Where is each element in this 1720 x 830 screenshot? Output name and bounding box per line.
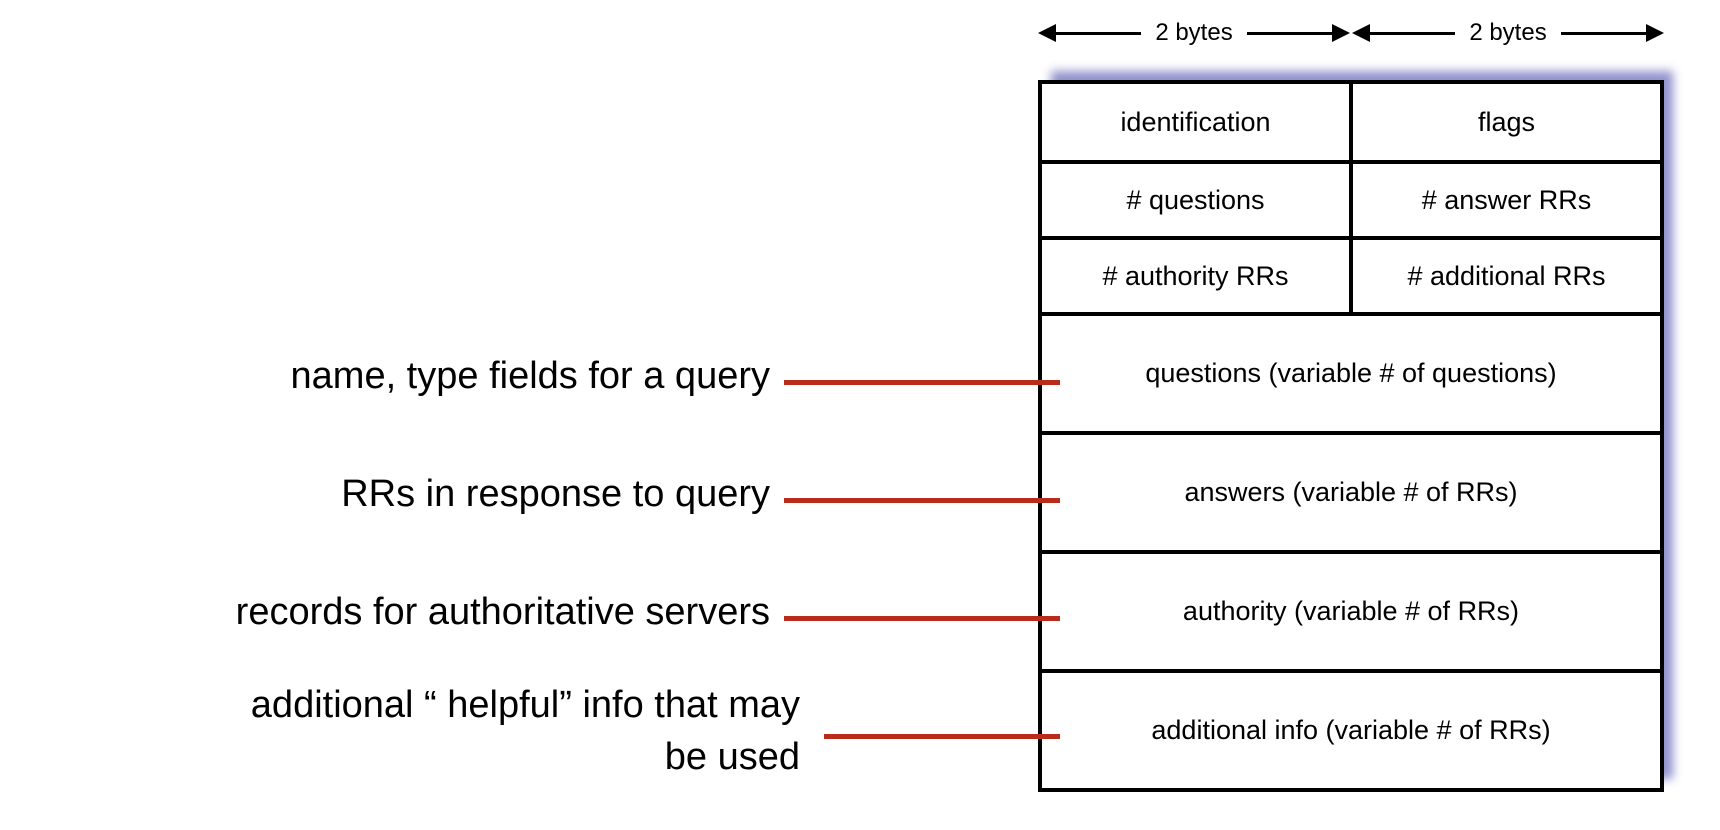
cell-num-authority-rrs: # authority RRs — [1042, 240, 1353, 312]
annotation-additional-line1: additional “ helpful” info that may — [250, 684, 800, 726]
cell-num-questions: # questions — [1042, 164, 1353, 236]
row-authority-additional-counts: # authority RRs # additional RRs — [1042, 236, 1660, 312]
connector-line-authority — [784, 616, 1060, 621]
byte-span-arrow-1: 2 bytes — [1038, 18, 1351, 48]
cell-questions-section: questions (variable # of questions) — [1042, 312, 1660, 431]
cell-additional-info-section: additional info (variable # of RRs) — [1042, 669, 1660, 788]
cell-authority-section: authority (variable # of RRs) — [1042, 550, 1660, 669]
connector-line-questions — [784, 380, 1060, 385]
cell-num-additional-rrs: # additional RRs — [1407, 260, 1606, 291]
cell-num-answer-rrs: # answer RRs — [1421, 184, 1592, 215]
arrow-line — [1370, 31, 1456, 35]
row-identification-flags: identification flags — [1042, 84, 1660, 160]
arrow-line — [1246, 31, 1333, 35]
cell-flags: flags — [1477, 106, 1536, 137]
row-question-answer-counts: # questions # answer RRs — [1042, 160, 1660, 236]
annotation-authority: records for authoritative servers — [235, 591, 770, 633]
connector-line-answers — [784, 498, 1060, 503]
dns-message-table: identification flags # questions # answe… — [1038, 80, 1664, 792]
arrow-right-icon — [1646, 24, 1665, 42]
byte-width-label: 2 bytes — [1469, 19, 1547, 46]
arrow-line — [1560, 31, 1647, 35]
arrow-line — [1056, 31, 1142, 35]
arrow-left-icon — [1352, 24, 1370, 42]
annotation-questions: name, type fields for a query — [290, 355, 770, 397]
annotation-additional-line2: be used — [664, 736, 800, 778]
byte-span-arrow-2: 2 bytes — [1352, 18, 1665, 48]
annotation-answers: RRs in response to query — [341, 473, 770, 515]
cell-identification: identification — [1042, 84, 1353, 160]
annotation-additional: additional “ helpful” info that may be u… — [251, 679, 800, 783]
cell-answers-section: answers (variable # of RRs) — [1042, 431, 1660, 550]
arrow-left-icon — [1038, 24, 1056, 42]
connector-line-additional — [824, 734, 1060, 739]
arrow-right-icon — [1332, 24, 1351, 42]
byte-width-label: 2 bytes — [1155, 19, 1233, 46]
